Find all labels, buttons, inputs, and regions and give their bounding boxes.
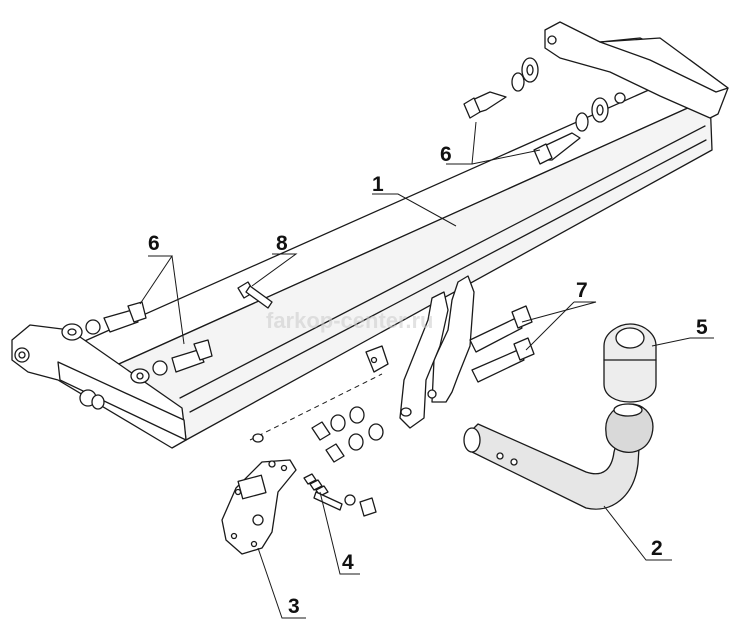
- tow-ball-neck-2: [463, 403, 654, 510]
- left-side-bracket: [11, 324, 187, 449]
- ball-mount-bracket: [365, 275, 475, 429]
- callout-8: 8: [276, 232, 288, 255]
- leader-lines: [139, 121, 714, 619]
- socket-plate-3: [221, 459, 297, 555]
- callout-2: 2: [651, 537, 663, 560]
- right-bolt-set-lower: [533, 97, 609, 165]
- callout-6-right: 6: [440, 143, 452, 166]
- callout-4: 4: [342, 551, 354, 574]
- spring-bolt-4: [303, 473, 377, 517]
- bolts-7: [469, 305, 535, 383]
- callout-7: 7: [576, 279, 588, 302]
- callout-3: 3: [288, 595, 300, 618]
- right-bolt-set-upper: [463, 57, 539, 119]
- pin-8: [237, 281, 273, 309]
- left-bolt-set-lower: [130, 339, 213, 384]
- ball-cap-5: [603, 323, 657, 403]
- washer-nut-stack: [249, 373, 384, 463]
- callout-5: 5: [696, 316, 708, 339]
- callout-1: 1: [372, 173, 384, 196]
- left-bolt-set-upper: [61, 301, 147, 341]
- right-side-bracket: [544, 21, 729, 119]
- watermark-text: farkop-center.ru: [266, 308, 434, 333]
- callout-6-left: 6: [148, 232, 160, 255]
